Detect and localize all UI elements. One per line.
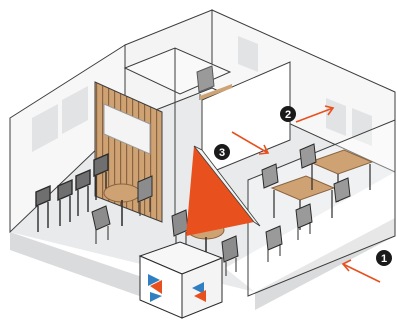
- marker-label: 1: [381, 253, 387, 265]
- marker-label: 3: [219, 147, 225, 159]
- marker-badge-1: 1: [376, 250, 392, 266]
- arrow-up-left-icon: [343, 260, 380, 282]
- marker-badge-3: 3: [214, 144, 230, 160]
- round-table: [104, 184, 140, 202]
- marker-badge-2: 2: [280, 106, 296, 122]
- marker-label: 2: [285, 109, 291, 121]
